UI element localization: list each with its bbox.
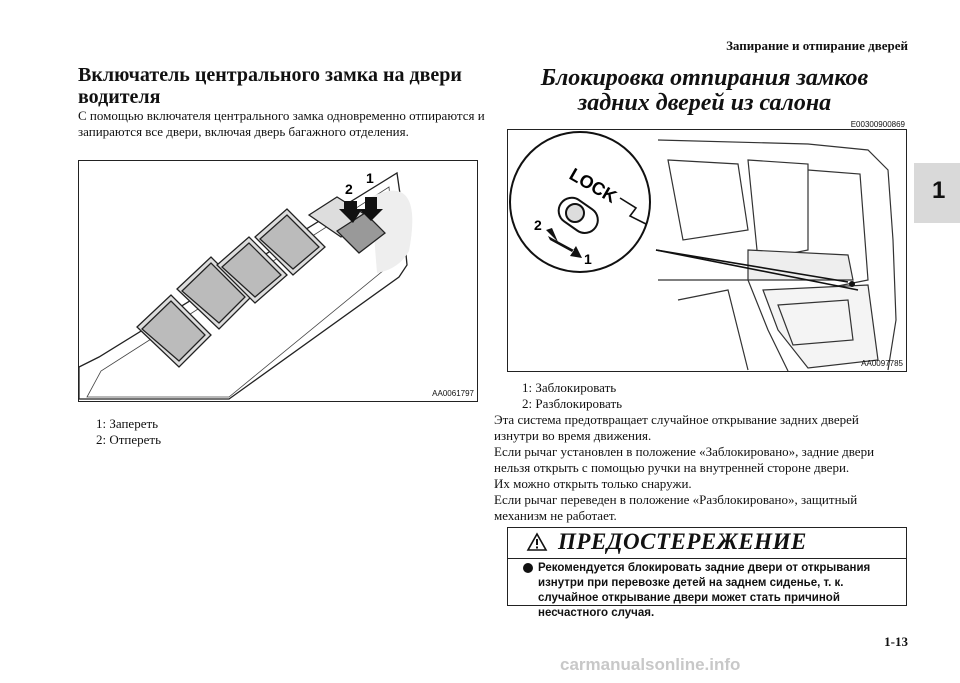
figure-code: AA0061797 (432, 389, 474, 398)
page-number: 1-13 (884, 634, 908, 649)
legend-right: 1: Заблокировать 2: Разблокировать (522, 380, 622, 412)
child-lock-illustration: LOCK 2 1 (509, 131, 897, 372)
document-code: E00300900869 (850, 120, 905, 129)
legend-item: 1: Запереть (96, 416, 159, 431)
section-paragraph-driver-lock: С помощью включателя центрального замка … (78, 108, 485, 139)
warning-box: ПРЕДОСТЕРЕЖЕНИЕ Рекомендуется блокироват… (507, 527, 907, 619)
warning-triangle-icon (526, 532, 548, 551)
paragraph-line: механизм не работает. (494, 508, 617, 523)
warning-text: Рекомендуется блокировать задние двери о… (538, 562, 871, 619)
legend-left: 1: Запереть 2: Отпереть (96, 416, 161, 448)
figure-code: AA0097785 (861, 359, 903, 368)
warning-header: ПРЕДОСТЕРЕЖЕНИЕ (508, 528, 906, 559)
legend-item: 2: Разблокировать (522, 396, 623, 411)
door-lock-switch-illustration: 2 1 (78, 170, 413, 400)
figure-child-lock: LOCK 2 1 AA0097785 (507, 129, 907, 372)
legend-item: 2: Отпереть (96, 432, 162, 447)
paragraph-line: Эта система предотвращает случайное откр… (494, 412, 859, 427)
section-heading-driver-lock: Включатель центрального замка на двери в… (78, 64, 462, 108)
figure-door-lock-switch: 2 1 AA0061797 (78, 160, 478, 402)
paragraph-line: нельзя открыть с помощью ручки на внутре… (494, 460, 850, 475)
section-paragraph-child-lock: Эта система предотвращает случайное откр… (494, 412, 894, 524)
paragraph-line: изнутри во время движения. (494, 428, 652, 443)
figure-callout-2: 2 (345, 181, 353, 197)
watermark: carmanualsonline.info (560, 655, 741, 674)
running-title: Запирание и отпирание дверей (726, 38, 908, 53)
warning-title: ПРЕДОСТЕРЕЖЕНИЕ (558, 529, 807, 554)
bullet-icon (523, 563, 533, 573)
paragraph-line: Их можно открыть только снаружи. (494, 476, 692, 491)
chapter-tab-number: 1 (932, 177, 946, 204)
figure-callout-1: 1 (366, 170, 374, 186)
section-heading-child-lock: Блокировка отпирания замков задних двере… (540, 65, 869, 116)
legend-item: 1: Заблокировать (522, 380, 617, 395)
figure-callout-2: 2 (534, 217, 542, 233)
paragraph-line: Если рычаг установлен в положение «Забло… (494, 444, 875, 459)
paragraph-line: Если рычаг переведен в положение «Разбло… (494, 492, 858, 507)
figure-callout-1: 1 (584, 251, 592, 267)
chapter-tab: 1 (914, 163, 960, 223)
